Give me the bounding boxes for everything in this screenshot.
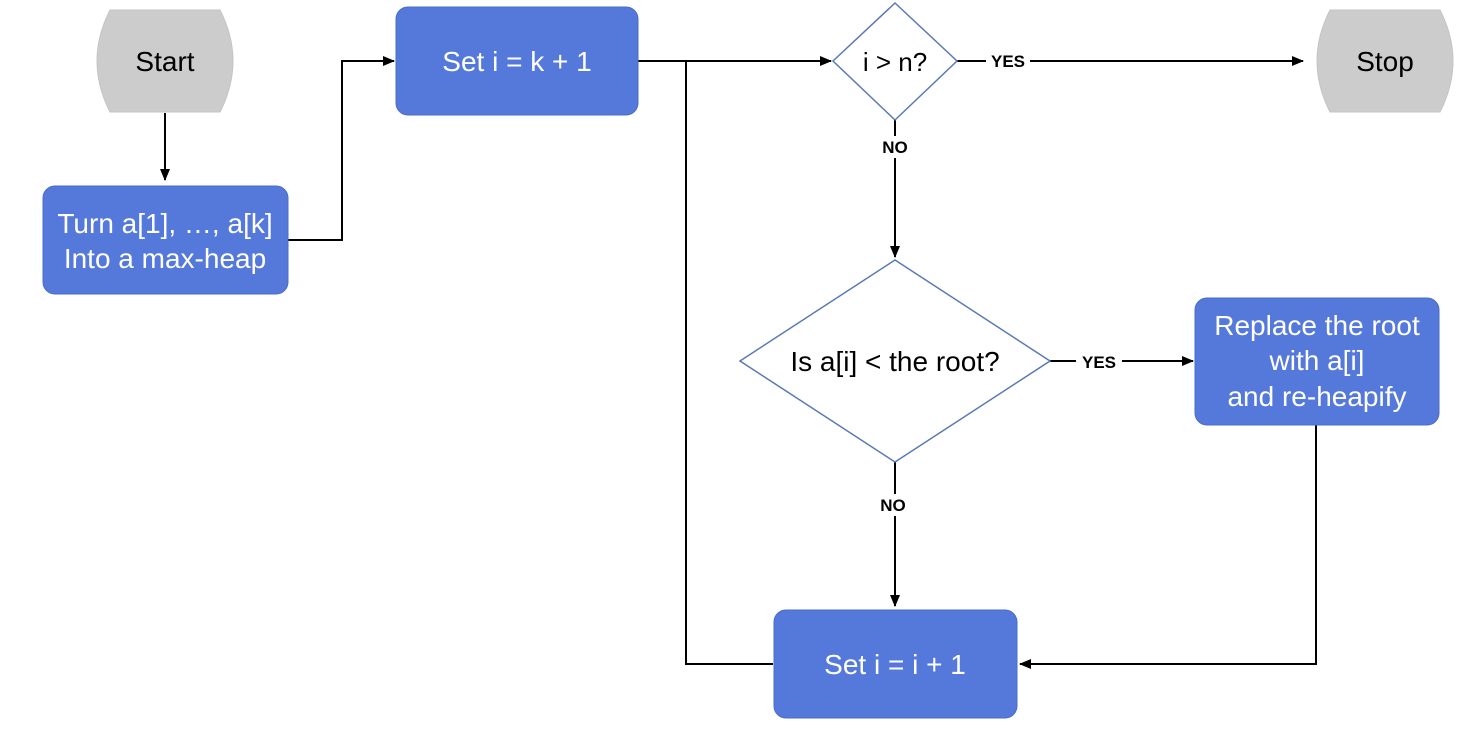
no-label-i-gt-n: NO	[882, 138, 908, 157]
edge-labels: YES NO YES NO	[872, 50, 1122, 516]
replace-root-label-line-2: with a[i]	[1269, 345, 1365, 376]
replace-root-label-line-3: and re-heapify	[1227, 381, 1406, 412]
i-gt-n-decision-node: i > n?	[831, 1, 959, 122]
yes-label-ai-lt-root: YES	[1082, 353, 1116, 372]
replace-root-process-node: Replace the root with a[i] and re-heapif…	[1194, 297, 1440, 426]
increment-i-process-node: Set i = i + 1	[773, 609, 1018, 719]
no-label-ai-lt-root: NO	[880, 496, 906, 515]
heapify-label-line-1: Turn a[1], …, a[k]	[57, 208, 272, 239]
edge-heapify-to-set-i	[288, 56, 395, 241]
ai-lt-root-decision-shape	[738, 259, 1052, 463]
increment-i-label: Set i = i + 1	[824, 649, 966, 680]
replace-root-process-shape	[1194, 297, 1440, 426]
start-node: Start	[96, 9, 234, 113]
stop-node: Stop	[1316, 9, 1454, 113]
increment-i-process-shape	[773, 609, 1018, 719]
connectors	[160, 56, 1317, 669]
stop-terminal-shape	[1316, 9, 1454, 113]
set-i-process-node: Set i = k + 1	[395, 6, 639, 116]
yes-label-i-gt-n: YES	[991, 52, 1025, 71]
start-label: Start	[135, 46, 194, 77]
heapify-process-node: Turn a[1], …, a[k] Into a max-heap	[42, 185, 289, 295]
i-gt-n-label: i > n?	[863, 47, 927, 77]
set-i-process-shape	[395, 6, 639, 116]
i-gt-n-decision-shape	[831, 1, 959, 122]
start-terminal-shape	[96, 9, 234, 113]
set-i-label: Set i = k + 1	[442, 46, 591, 77]
replace-root-label-line-1: Replace the root	[1214, 310, 1420, 341]
heapify-process-shape	[42, 185, 289, 295]
ai-lt-root-decision-node: Is a[i] < the root?	[738, 259, 1052, 463]
stop-label: Stop	[1356, 46, 1414, 77]
ai-lt-root-label: Is a[i] < the root?	[790, 346, 999, 377]
edge-replace-to-increment	[1019, 425, 1317, 669]
heapify-label-line-2: Into a max-heap	[64, 243, 266, 274]
edge-increment-loop-back	[685, 61, 773, 665]
